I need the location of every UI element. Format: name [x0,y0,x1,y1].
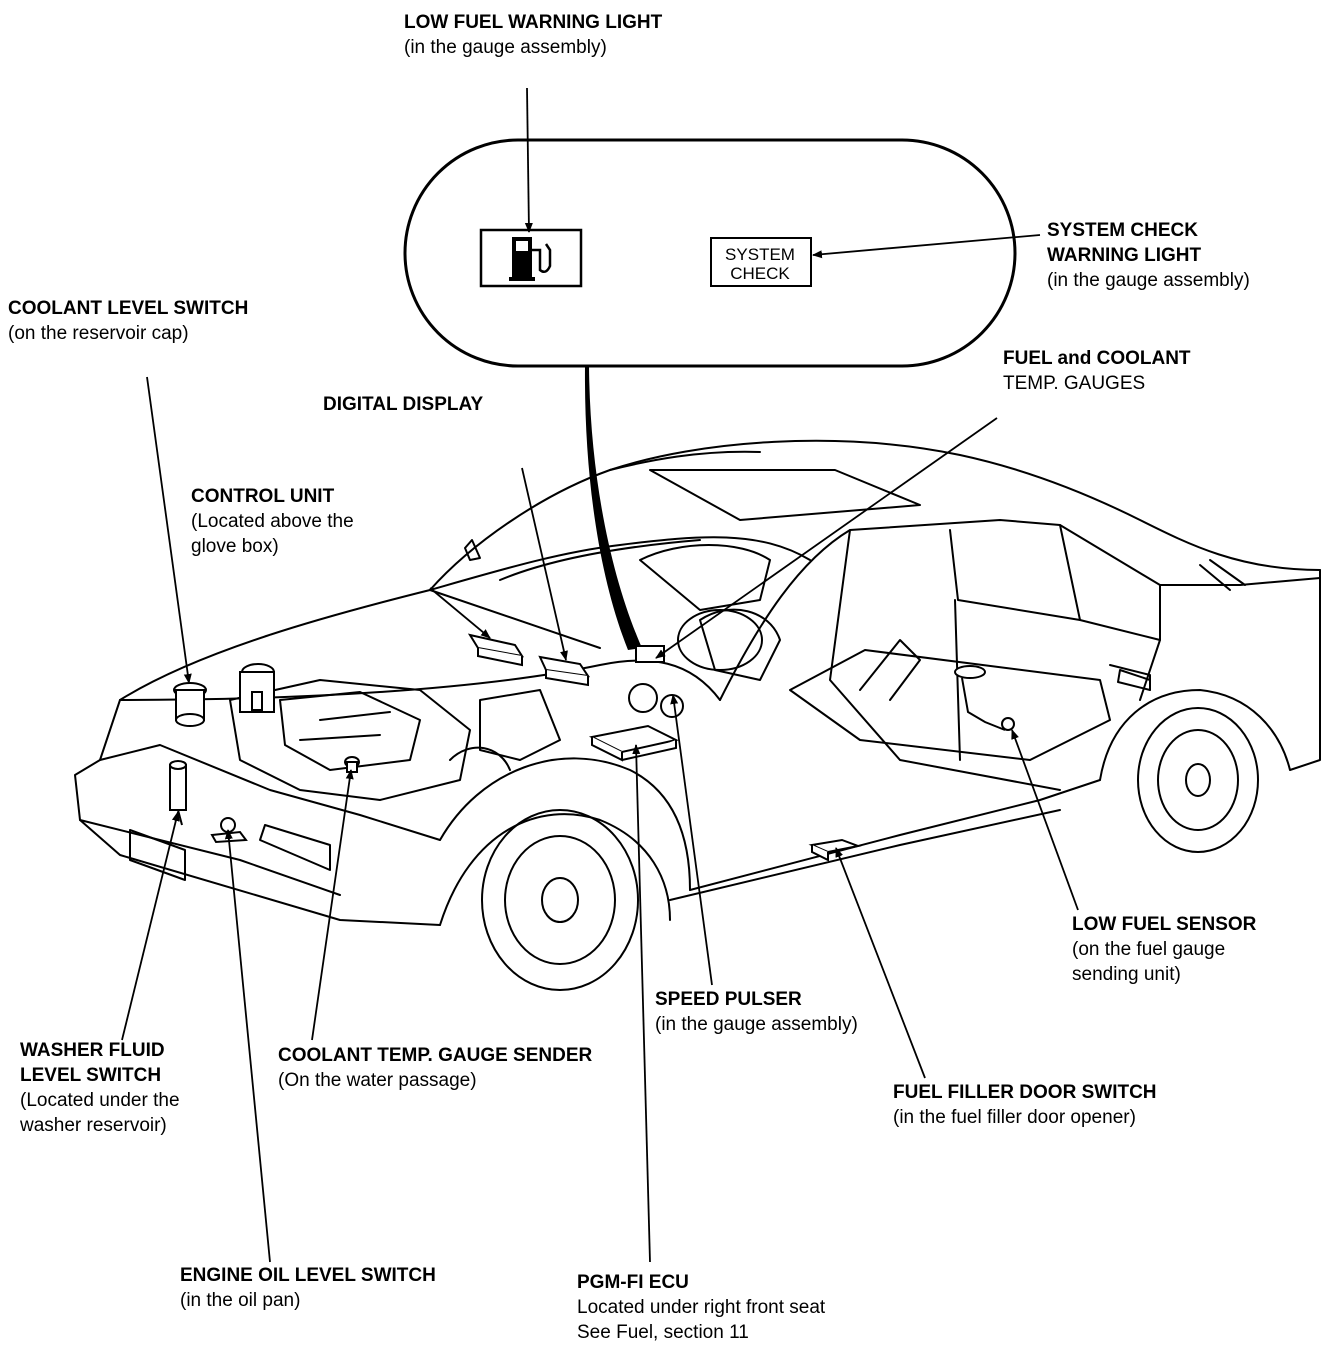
label-title: FUEL FILLER DOOR SWITCH [893,1082,1157,1103]
leader-lines [121,87,1079,1263]
label-desc: (in the gauge assembly) [1047,270,1250,291]
leader-pgm-fi-ecu [632,744,651,1263]
label-coolant-level-switch: COOLANT LEVEL SWITCH (on the reservoir c… [8,296,248,346]
leader-engine-oil [224,829,271,1263]
system-check-lamp: SYSTEM CHECK [710,237,812,287]
gauge-assembly-callout: SYSTEM CHECK [403,138,1017,650]
brake-reservoir [239,663,275,713]
label-desc: TEMP. GAUGES [1003,373,1146,394]
label-title-line-1: SYSTEM CHECK [1047,220,1198,241]
leader-coolant-level-switch [146,376,192,684]
pgm-fi-ecu-box [588,724,679,762]
label-title: COOLANT TEMP. GAUGE SENDER [278,1045,593,1066]
digital-display-box [538,655,591,687]
label-desc: (in the fuel filler door opener) [893,1107,1136,1128]
components [169,633,1015,862]
label-desc-line-1: (Located under the [20,1090,180,1111]
label-speed-pulser: SPEED PULSER (in the gauge assembly) [655,987,858,1037]
label-fuel-filler-door-switch: FUEL FILLER DOOR SWITCH (in the fuel fil… [893,1080,1157,1130]
label-title-line-2: LEVEL SWITCH [20,1065,162,1086]
leader-digital-display [521,467,568,661]
control-unit-box [467,633,525,667]
label-title: LOW FUEL SENSOR [1072,914,1257,935]
label-title-line-2: WARNING LIGHT [1047,245,1202,266]
label-low-fuel-sensor: LOW FUEL SENSOR (on the fuel gauge sendi… [1072,912,1256,987]
label-digital-display: DIGITAL DISPLAY [323,392,483,417]
label-desc-line-2: glove box) [191,536,279,557]
low-fuel-lamp [479,228,583,288]
coolant-temp-sender [344,756,360,773]
label-title: FUEL and COOLANT [1003,348,1191,369]
label-desc-line-1: (Located above the [191,511,354,532]
label-desc: (on the reservoir cap) [8,323,189,344]
leader-control-unit [429,587,491,639]
system-check-lamp-line-2: CHECK [730,264,790,283]
label-title: DIGITAL DISPLAY [323,394,484,415]
leader-washer-fluid [121,811,180,1041]
label-desc: (On the water passage) [278,1070,477,1091]
label-desc-line-2: washer reservoir) [20,1115,167,1136]
fuel-filler-switch-box [808,838,862,862]
label-desc-line-2: See Fuel, section 11 [577,1322,749,1343]
label-fuel-coolant-gauges: FUEL and COOLANT TEMP. GAUGES [1003,346,1191,396]
callout-tail [584,366,642,650]
label-desc: (in the gauge assembly) [404,37,607,58]
coolant-reservoir [173,682,207,727]
label-desc: (in the gauge assembly) [655,1014,858,1035]
label-system-check-warning-light: SYSTEM CHECK WARNING LIGHT (in the gauge… [1047,218,1250,293]
leader-speed-pulser [670,694,713,986]
leader-coolant-temp-sender [311,769,354,1041]
label-coolant-temp-gauge-sender: COOLANT TEMP. GAUGE SENDER (On the water… [278,1043,592,1093]
label-washer-fluid-level-switch: WASHER FLUID LEVEL SWITCH (Located under… [20,1038,180,1138]
label-pgm-fi-ecu: PGM-FI ECU Located under right front sea… [577,1270,825,1345]
label-control-unit: CONTROL UNIT (Located above the glove bo… [191,484,354,559]
car-outline [74,439,1321,991]
label-low-fuel-warning-light: LOW FUEL WARNING LIGHT (in the gauge ass… [404,10,662,60]
label-title: COOLANT LEVEL SWITCH [8,298,249,319]
leader-low-fuel-sensor [1011,729,1079,911]
leader-fuel-filler-door [835,847,926,1079]
fuel-sending-unit [954,665,1015,731]
label-title: PGM-FI ECU [577,1272,689,1293]
label-title: SPEED PULSER [655,989,802,1010]
label-title: ENGINE OIL LEVEL SWITCH [180,1265,436,1286]
label-desc: (in the oil pan) [180,1290,301,1311]
label-title: LOW FUEL WARNING LIGHT [404,12,663,33]
label-desc-line-2: sending unit) [1072,964,1181,985]
system-check-lamp-line-1: SYSTEM [725,245,795,264]
leader-low-fuel-warning-light [524,87,533,233]
label-desc-line-1: Located under right front seat [577,1297,826,1318]
label-title: CONTROL UNIT [191,486,335,507]
leader-fuel-coolant-gauges [655,417,998,659]
label-title-line-1: WASHER FLUID [20,1040,165,1061]
fuel-pump-icon [509,237,552,281]
label-desc-line-1: (on the fuel gauge [1072,939,1226,960]
label-engine-oil-level-switch: ENGINE OIL LEVEL SWITCH (in the oil pan) [180,1263,436,1313]
leader-system-check [812,234,1041,259]
